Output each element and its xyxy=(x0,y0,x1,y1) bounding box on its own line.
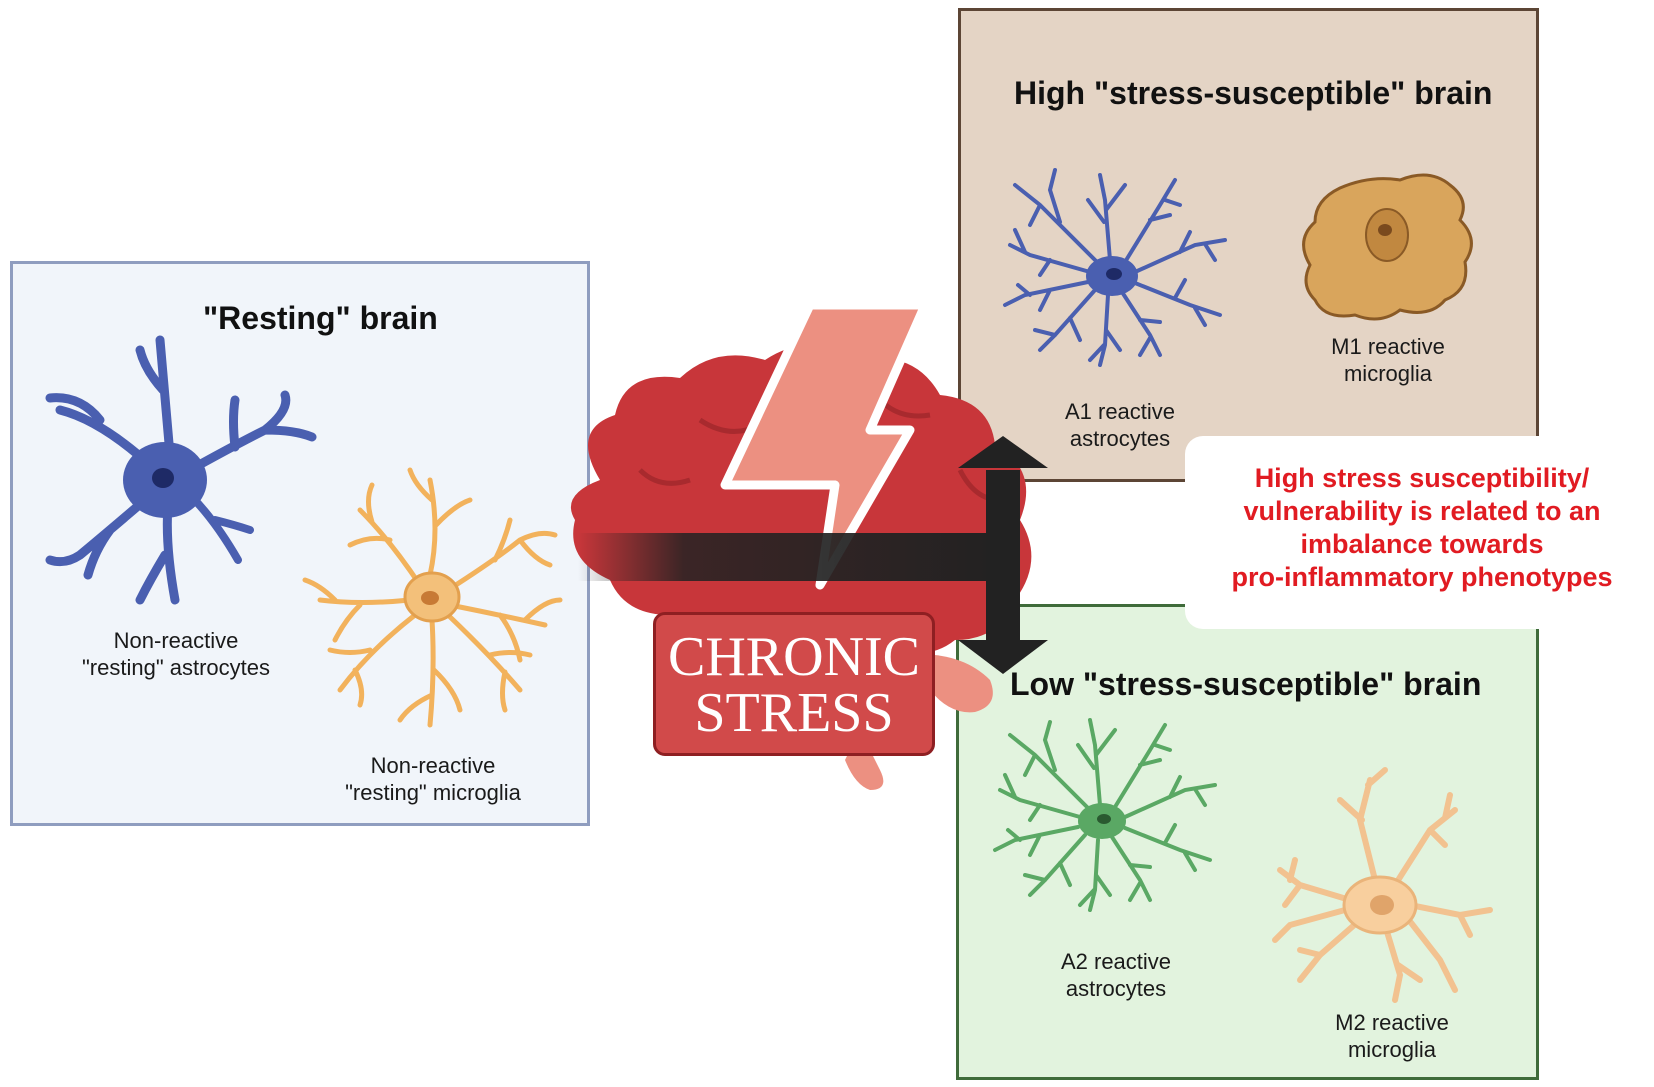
resting-brain-panel xyxy=(10,261,590,826)
resting-microglia-label: Non-reactive"resting" microglia xyxy=(345,753,521,805)
low-susceptible-title: Low "stress-susceptible" brain xyxy=(1010,666,1482,702)
resting-brain-title: "Resting" brain xyxy=(203,300,438,336)
branch-arrow-icon xyxy=(578,436,1048,674)
resting-astrocyte-icon xyxy=(45,335,317,605)
callout-text: High stress susceptibility/ vulnerabilit… xyxy=(1231,463,1613,592)
a2-astrocyte-icon xyxy=(993,718,1217,912)
high-susceptible-title: High "stress-susceptible" brain xyxy=(1014,75,1493,111)
resting-astrocytes-label: Non-reactive"resting" astrocytes xyxy=(81,628,271,680)
m1-microglia-icon xyxy=(1302,173,1473,321)
callout-box xyxy=(1185,436,1654,629)
lightning-bolt-icon xyxy=(720,300,930,590)
resting-microglia-icon xyxy=(302,467,563,728)
a1-astrocyte-icon xyxy=(1003,168,1227,367)
m2-microglia-icon xyxy=(1272,767,1493,1003)
